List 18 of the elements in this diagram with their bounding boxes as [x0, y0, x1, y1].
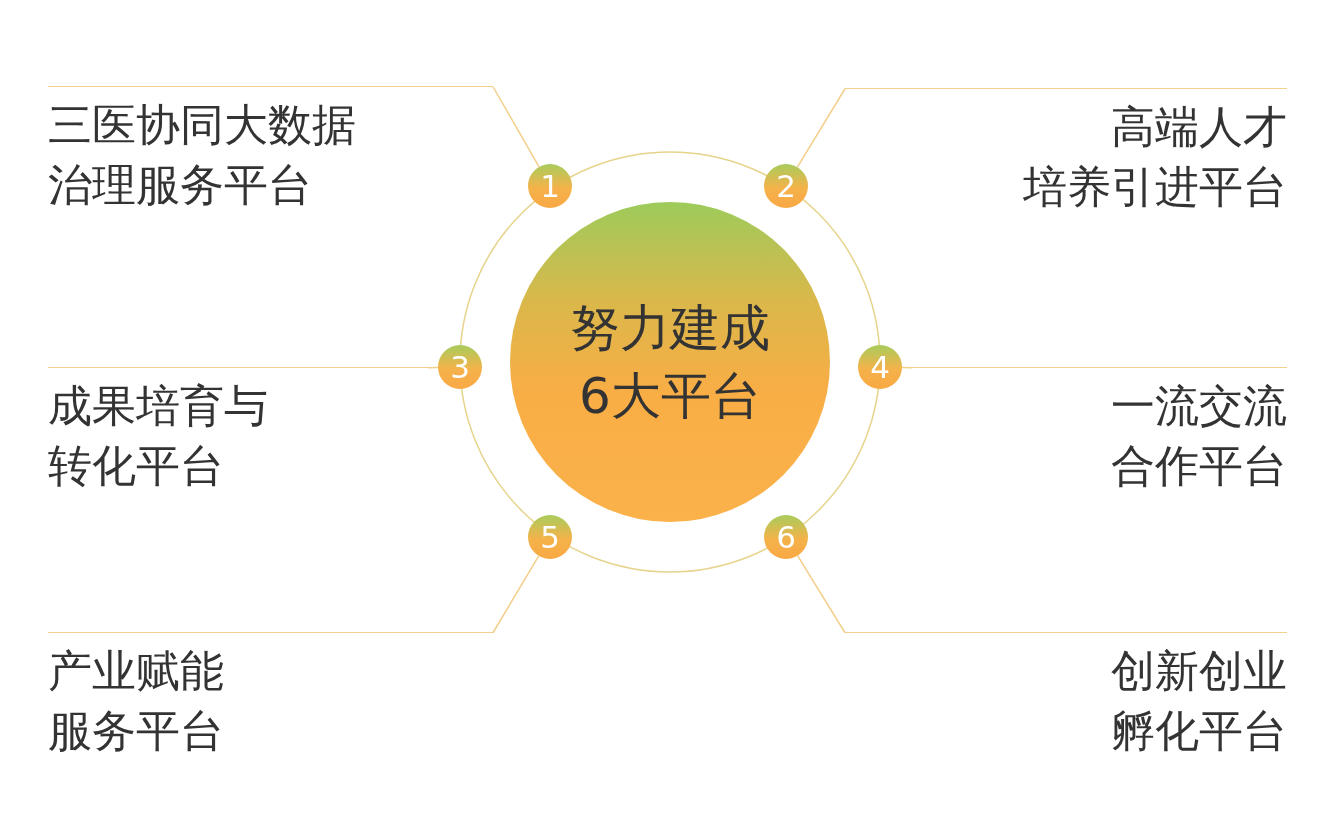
number-circle: 4 [858, 345, 902, 389]
center-circle: 努力建成6大平台 [510, 202, 830, 522]
leader-line [492, 555, 540, 634]
number-circle: 3 [438, 345, 482, 389]
platform-label: 成果培育与转化平台 [48, 367, 428, 497]
number-circle: 6 [764, 515, 808, 559]
platform-label: 一流交流合作平台 [912, 367, 1287, 497]
number-circle: 1 [528, 164, 572, 208]
leader-line [427, 366, 439, 369]
platform-label: 创新创业孵化平台 [845, 632, 1287, 762]
leader-line [796, 555, 846, 634]
number-circle: 5 [528, 515, 572, 559]
platform-label: 产业赋能服务平台 [48, 632, 493, 762]
number-circle: 2 [764, 164, 808, 208]
leader-line [796, 88, 846, 168]
leader-line [492, 86, 540, 168]
platform-label: 三医协同大数据治理服务平台 [48, 86, 493, 216]
platform-label: 高端人才培养引进平台 [845, 88, 1287, 218]
